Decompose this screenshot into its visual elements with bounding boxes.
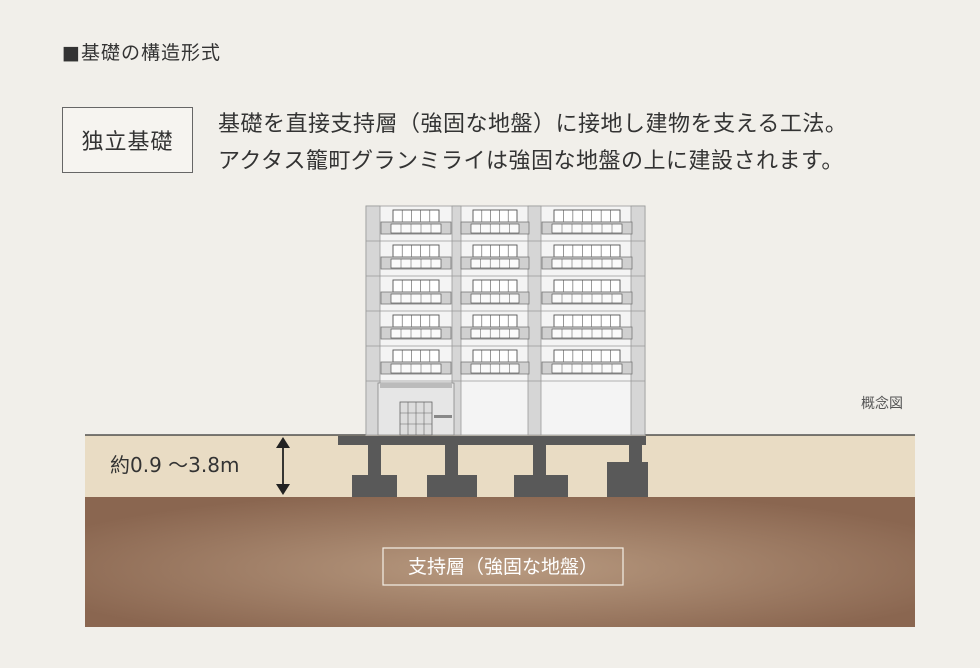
window [553,279,621,293]
building-column [365,205,381,436]
balcony-railing [551,223,623,234]
window [553,314,621,328]
balcony-railing [470,328,520,339]
balcony-railing [390,258,442,269]
topsoil-layer [85,435,915,497]
foundation-beam [338,436,646,445]
balcony-railing [470,363,520,374]
window [472,349,518,363]
balcony-railing [470,293,520,304]
footing [427,445,477,497]
balcony-railing [390,363,442,374]
balcony-railing [551,293,623,304]
description-line-2: アクタス籠町グランミライは強固な地盤の上に建設されます。 [218,149,844,174]
bearing-layer-label-box [382,547,624,586]
balcony-railing [470,258,520,269]
window [392,209,440,223]
depth-label: 約0.9 ～3.8m [110,453,239,477]
balcony-railing [390,293,442,304]
window [472,209,518,223]
window [392,244,440,258]
window [553,209,621,223]
foundation [338,436,648,497]
footing [352,445,397,497]
window [392,349,440,363]
window [553,349,621,363]
balcony-railing [390,328,442,339]
depth-arrow [276,437,290,495]
window [472,244,518,258]
foundation-type-label: 独立基礎 [62,107,193,173]
window [472,279,518,293]
section-heading: ■基礎の構造形式 [62,42,221,64]
balcony-railing [551,258,623,269]
window [392,314,440,328]
bearing-layer-label: 支持層（強固な地盤） [408,556,598,578]
balcony-railing [470,223,520,234]
footing [607,445,648,497]
footing [514,445,568,497]
balcony-railing [551,363,623,374]
building-column [451,205,462,436]
building-column [630,205,646,436]
description-line-1: 基礎を直接支持層（強固な地盤）に接地し建物を支える工法。 [218,112,848,137]
window [392,279,440,293]
conceptual-diagram-note: 概念図 [861,395,903,412]
building [365,205,646,436]
window [553,244,621,258]
balcony-railing [390,223,442,234]
bearing-layer [85,497,915,627]
description-text: 基礎を直接支持層（強固な地盤）に接地し建物を支える工法。 アクタス籠町グランミラ… [218,106,847,180]
window [472,314,518,328]
foundation-type-text: 独立基礎 [81,130,174,155]
entrance [377,382,455,436]
building-column [527,205,542,436]
balcony-railing [551,328,623,339]
